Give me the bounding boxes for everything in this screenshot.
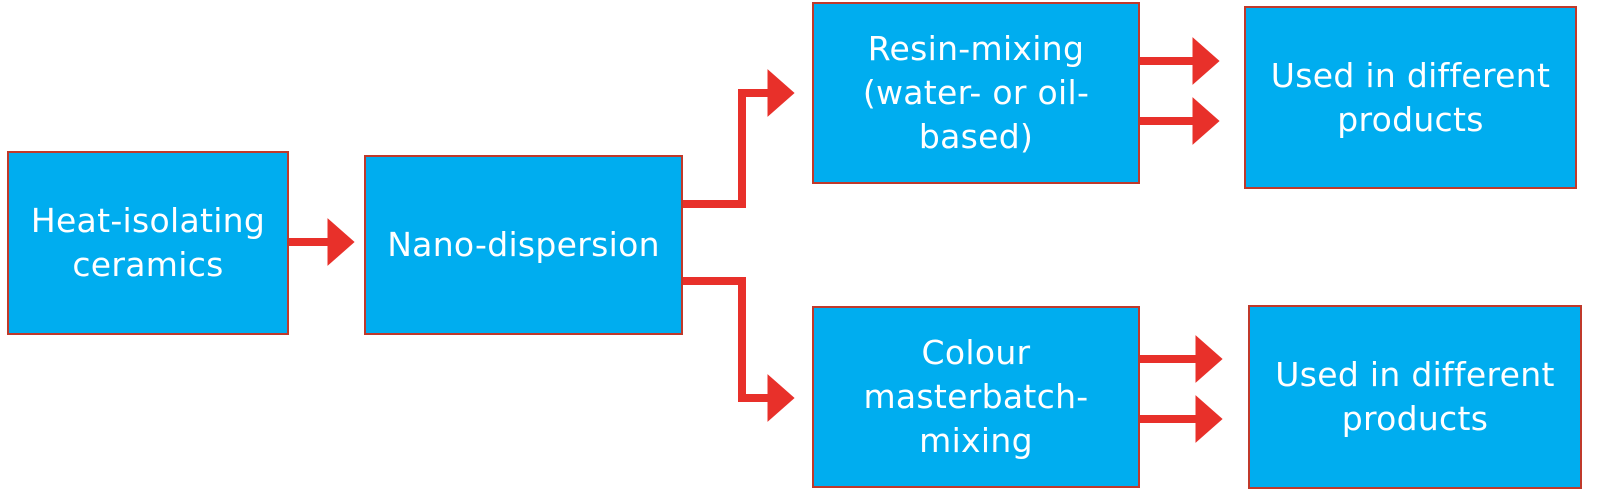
node-resin-mixing: Resin-mixing (water- or oil- based) — [812, 2, 1140, 184]
node-heat-isolating-ceramics-label: Heat-isolating ceramics — [30, 201, 266, 284]
node-used-in-products-bottom: Used in different products — [1248, 305, 1582, 489]
arrow-nano-to-resin — [681, 69, 795, 208]
node-used-in-products-top-label: Used in different products — [1270, 55, 1551, 139]
node-resin-mixing-label: Resin-mixing (water- or oil- based) — [862, 29, 1090, 156]
node-colour-masterbatch-mixing-label: Colour masterbatch- mixing — [863, 333, 1089, 460]
arrow-nano-to-colour — [681, 277, 795, 422]
node-heat-isolating-ceramics: Heat-isolating ceramics — [7, 151, 289, 335]
node-nano-dispersion-label: Nano-dispersion — [387, 225, 660, 264]
node-nano-dispersion: Nano-dispersion — [364, 155, 683, 335]
node-colour-masterbatch-mixing: Colour masterbatch- mixing — [812, 306, 1140, 488]
node-used-in-products-top: Used in different products — [1244, 6, 1577, 189]
node-used-in-products-bottom-label: Used in different products — [1275, 355, 1555, 438]
